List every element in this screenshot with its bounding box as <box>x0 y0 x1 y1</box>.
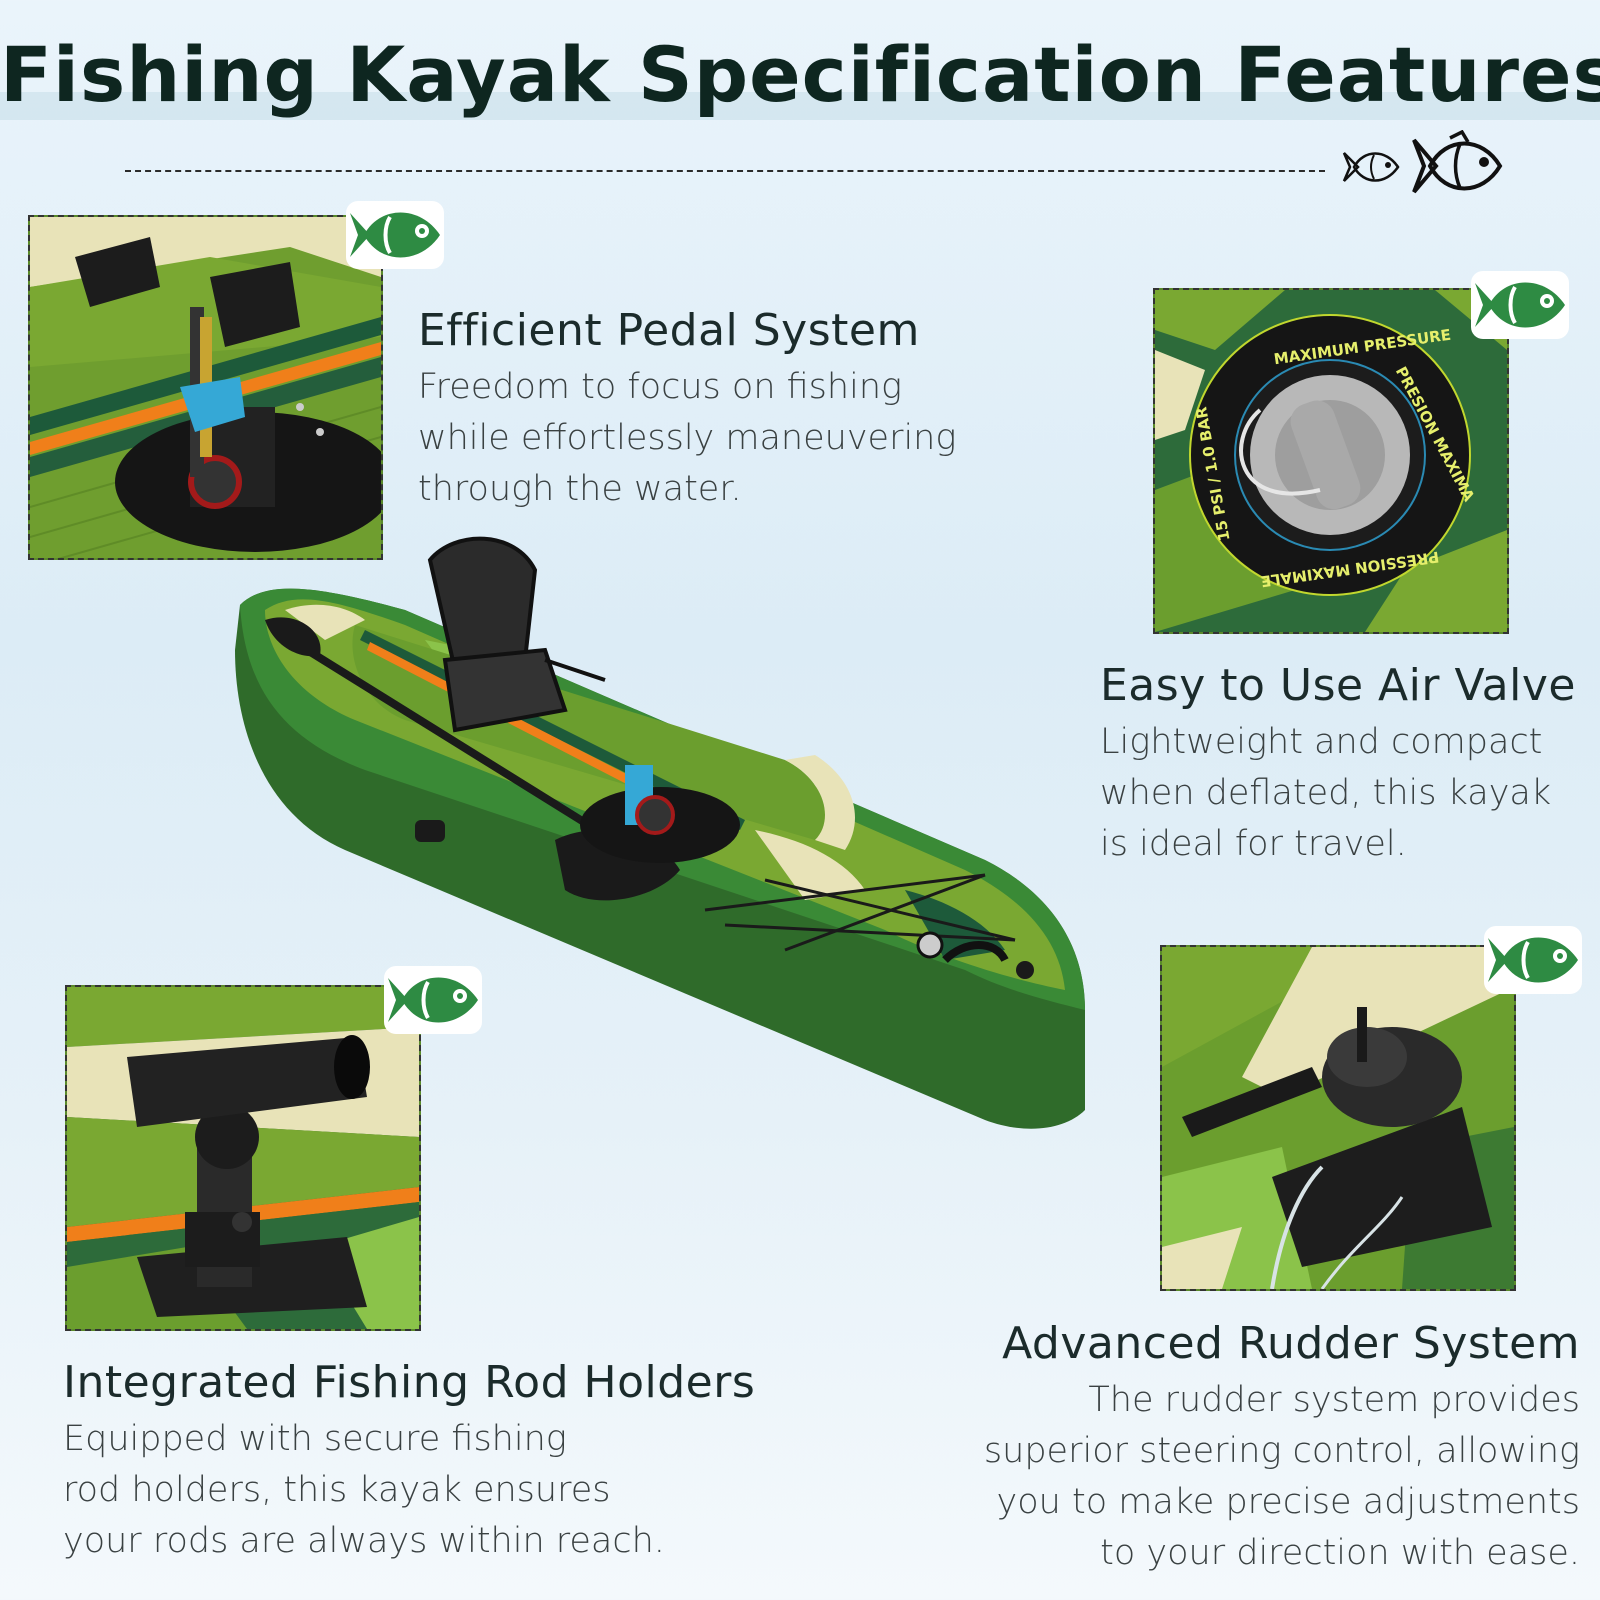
feature-heading: Easy to Use Air Valve <box>1100 660 1576 711</box>
fish-badge-icon <box>1484 926 1582 994</box>
feature-air-valve: Easy to Use Air Valve Lightweight and co… <box>1100 660 1576 870</box>
fish-outline-icon <box>1342 152 1400 182</box>
fish-badge-icon <box>346 201 444 269</box>
page-title: Fishing Kayak Specification Features <box>0 30 1600 119</box>
feature-pedal-system: Efficient Pedal System Freedom to focus … <box>418 305 956 515</box>
fish-badge-icon <box>384 966 482 1034</box>
rudder-system-photo <box>1160 945 1516 1291</box>
feature-heading: Integrated Fishing Rod Holders <box>63 1357 756 1408</box>
rod-holder-photo <box>65 985 421 1331</box>
feature-description: Freedom to focus on fishing while effort… <box>418 367 957 509</box>
feature-heading: Advanced Rudder System <box>1002 1318 1580 1369</box>
feature-description: Equipped with secure fishing rod holders… <box>63 1419 665 1561</box>
title-divider <box>125 170 1325 172</box>
feature-description: The rudder system provides superior stee… <box>983 1380 1580 1573</box>
feature-rod-holders: Integrated Fishing Rod Holders Equipped … <box>63 1357 755 1567</box>
pedal-system-photo <box>28 215 383 560</box>
feature-description: Lightweight and compact when deflated, t… <box>1100 722 1552 864</box>
fish-outline-icon <box>1412 130 1503 194</box>
feature-heading: Efficient Pedal System <box>418 305 920 356</box>
feature-rudder-system: Advanced Rudder System The rudder system… <box>984 1318 1580 1579</box>
air-valve-photo: MAXIMUM PRESSURE PRESION MAXIMA PRESSION… <box>1153 288 1509 634</box>
title-band <box>0 92 1600 120</box>
kayak-illustration <box>235 536 1085 1129</box>
fish-badge-icon <box>1471 271 1569 339</box>
